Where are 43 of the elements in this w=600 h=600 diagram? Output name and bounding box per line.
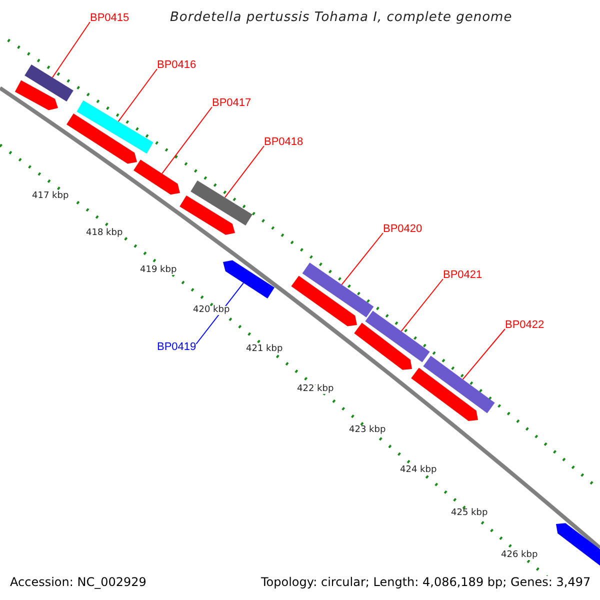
scale-label: 419 kbp (139, 266, 178, 275)
gene-feature (223, 260, 274, 298)
genome-info: Topology: circular; Length: 4,086,189 bp; Genes: 3,497 (261, 576, 591, 588)
gene-label: BP0421 (443, 270, 482, 281)
scale-label: 420 kbp (192, 306, 231, 315)
gene-feature (134, 160, 180, 195)
scale-label: 426 kbp (500, 551, 539, 560)
accession-text: Accession: NC_002929 (10, 576, 146, 588)
gene-label: BP0417 (212, 98, 252, 109)
gene-label: BP0415 (90, 13, 130, 24)
gene-feature (556, 523, 600, 568)
leader-line (400, 278, 444, 332)
gene-bar (190, 180, 252, 226)
leader-line (462, 328, 506, 380)
leader-line (52, 22, 90, 78)
gene-bar (423, 356, 495, 414)
gene-label: BP0420 (383, 224, 422, 235)
scale-label: 418 kbp (85, 229, 124, 238)
gene-bar (76, 100, 154, 154)
gene-feature (354, 322, 412, 370)
gene-feature (14, 80, 58, 110)
gene-feature (291, 276, 357, 326)
gene-bar (302, 262, 374, 318)
leader-line (341, 232, 384, 286)
scale-label: 424 kbp (399, 466, 438, 475)
scale-label: 417 kbp (31, 192, 70, 201)
gene-label: BP0418 (264, 137, 304, 148)
gene-label: BP0416 (157, 60, 196, 71)
gene-bar (365, 310, 430, 362)
scale-label: 423 kbp (348, 426, 387, 435)
title: Bordetella pertussis Tohama I, complete genome (170, 11, 512, 24)
gene-label: BP0419 (157, 342, 196, 353)
gene-label: BP0422 (505, 320, 544, 331)
gene-feature (66, 114, 137, 164)
scale-label: 421 kbp (245, 345, 284, 354)
gene-feature (180, 196, 235, 235)
gene-feature (411, 368, 478, 421)
scale-label: 425 kbp (450, 509, 489, 518)
leader-line (118, 68, 158, 122)
leader-line (224, 146, 264, 198)
scale-label: 422 kbp (296, 385, 335, 394)
leader-line (162, 106, 212, 174)
gene-bar (24, 64, 74, 102)
